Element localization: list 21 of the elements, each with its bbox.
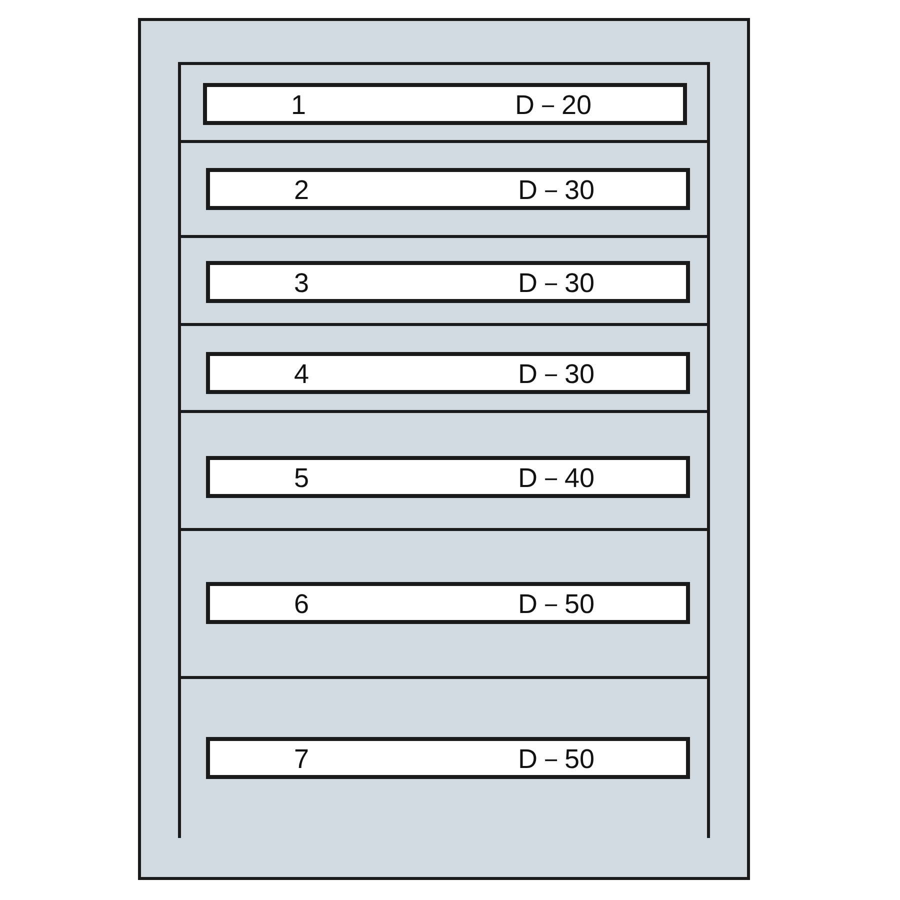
drawer-number: 6 (294, 589, 310, 619)
label-plate (206, 456, 690, 498)
drawer-size-code: D－50 (518, 744, 595, 774)
label-plate (206, 352, 690, 394)
drawer-number: 1 (291, 90, 306, 120)
drawer-number: 5 (294, 463, 310, 493)
drawer-number: 2 (294, 175, 310, 205)
drawer-size-code: D－20 (515, 90, 592, 120)
drawer-number: 4 (294, 359, 310, 389)
drawer-size-code: D－30 (518, 268, 595, 298)
drawer-number: 3 (294, 268, 310, 298)
label-plate (206, 737, 690, 779)
drawer-size-code: D－50 (518, 589, 595, 619)
drawer-size-code: D－40 (518, 463, 595, 493)
label-plate (206, 261, 690, 303)
drawer-size-code: D－30 (518, 175, 595, 205)
drawer-size-code: D－30 (518, 359, 595, 389)
label-plate (206, 582, 690, 624)
label-plate (203, 83, 687, 125)
label-plate (206, 168, 690, 210)
drawer-number: 7 (294, 744, 310, 774)
